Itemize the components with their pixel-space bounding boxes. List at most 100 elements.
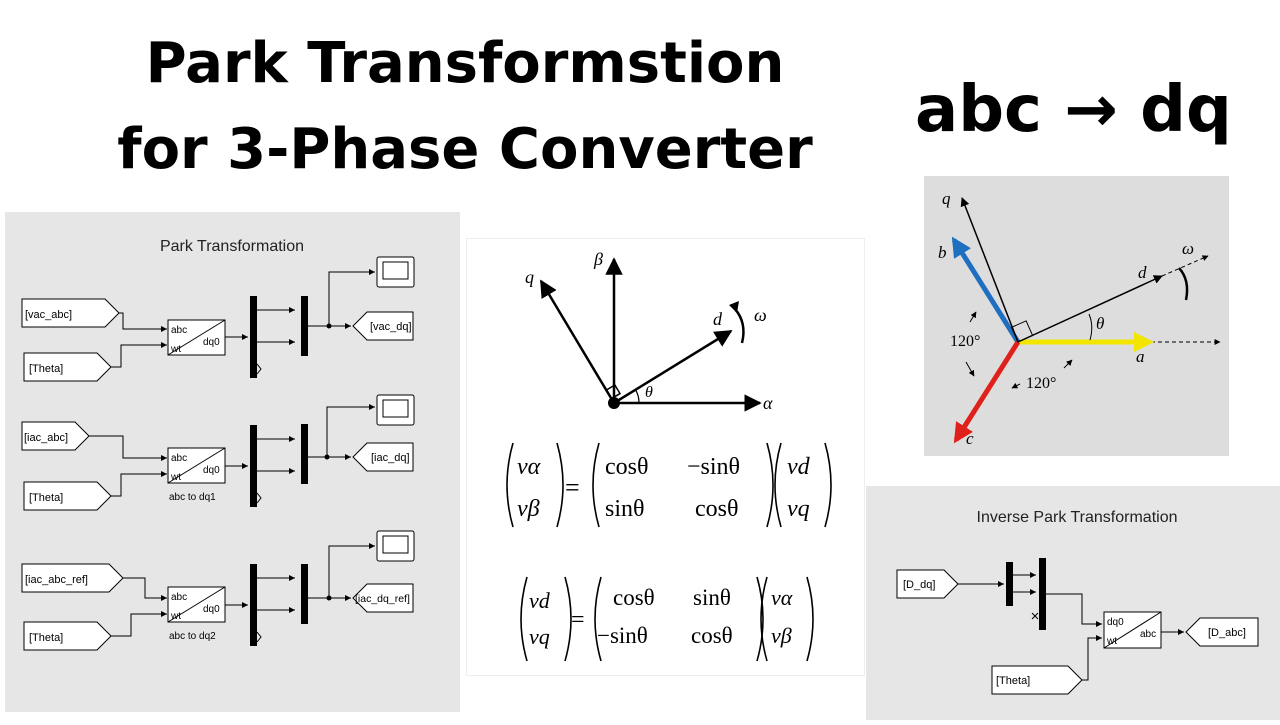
inverse-park-heading: Inverse Park Transformation: [977, 509, 1178, 526]
park-heading: Park Transformation: [160, 238, 304, 255]
eq2-m01: sinθ: [693, 585, 731, 610]
phasor-c-label: c: [966, 429, 974, 448]
goto-label-3: [iac_dq_ref]: [355, 593, 410, 605]
goto-from-vac-abc[interactable]: [21, 298, 120, 328]
port-abc: abc: [171, 453, 187, 464]
from-d-dq-label: [D_dq]: [903, 579, 935, 591]
inverse-mux[interactable]: [1039, 558, 1046, 630]
port-dq0: dq0: [1107, 617, 1124, 628]
eq1-rhs-0: vd: [787, 454, 811, 480]
mux-2[interactable]: [301, 424, 308, 484]
inverse-demux[interactable]: [1006, 562, 1013, 606]
eq2-lhs-0: vd: [529, 588, 551, 613]
abc-dq-phasor-diagram: q b d ω θ a c 120° 120°: [938, 189, 1221, 448]
park-vector-diagram: q β d ω θ α vα vβ = cosθ −sinθ sinθ cosθ: [506, 249, 832, 662]
equation-park: vd vq = cosθ sinθ −sinθ cosθ vα vβ: [520, 576, 814, 662]
port-dq0: dq0: [203, 337, 220, 348]
port-abc: abc: [171, 325, 187, 336]
phasor-a-label: a: [1136, 347, 1145, 366]
d-label: d: [713, 309, 723, 329]
phasor-omega-label: ω: [1182, 239, 1194, 258]
park-transformation-panel: Park Transformation [vac_abc] [Theta] ab…: [5, 212, 460, 712]
from-label-1: [vac_abc]: [25, 309, 72, 321]
demux-3[interactable]: [250, 564, 257, 646]
port-dq0: dq0: [203, 465, 220, 476]
eq1-m00: cosθ: [605, 454, 649, 480]
park-block-group-2: [iac_abc] [Theta] abc wt dq0 abc to dq1 …: [21, 394, 415, 511]
phasor-q-label: q: [942, 189, 951, 208]
q-label: q: [525, 267, 534, 287]
from-iac-abc[interactable]: [21, 421, 90, 451]
park-block-group-3: [iac_abc_ref] [Theta] abc wt dq0 abc to …: [21, 530, 415, 651]
goto-vac-dq[interactable]: [352, 311, 414, 341]
park-equations-panel: q β d ω θ α vα vβ = cosθ −sinθ sinθ cosθ: [466, 238, 865, 676]
eq2-rhs-1: vβ: [771, 623, 792, 648]
phasor-diagram-panel: q b d ω θ a c 120° 120°: [924, 176, 1229, 456]
from-label-3: [iac_abc_ref]: [25, 574, 88, 586]
eq2-rhs-0: vα: [771, 585, 793, 610]
eq2-lhs-1: vq: [529, 624, 550, 649]
phasor-b-label: b: [938, 243, 947, 262]
equation-inverse-park: vα vβ = cosθ −sinθ sinθ cosθ vd vq: [506, 442, 832, 528]
q-axis: [539, 279, 616, 404]
page-title-line1: Park Transformstion: [145, 31, 785, 96]
goto-d-abc-label: [D_abc]: [1208, 627, 1246, 639]
d-axis: [613, 329, 733, 405]
inverse-park-diagram: Inverse Park Transformation [D_dq] [Thet…: [896, 509, 1259, 695]
eq2-m10: −sinθ: [597, 623, 648, 648]
goto-iac-dq-ref[interactable]: [352, 583, 414, 613]
eq1-lhs-0: vα: [517, 454, 541, 480]
demux-2[interactable]: [250, 425, 257, 507]
port-abc: abc: [1140, 629, 1156, 640]
from-d-dq[interactable]: [896, 569, 959, 599]
from-theta-2[interactable]: [23, 481, 112, 511]
from-theta-inverse-label: [Theta]: [996, 675, 1030, 687]
eq1-m11: cosθ: [695, 496, 739, 522]
phase-c-vector: [953, 340, 1021, 444]
eq2-m00: cosθ: [613, 585, 655, 610]
d-axis-vector: [1017, 275, 1163, 343]
park-block-group-1: [vac_abc] [Theta] abc wt dq0 [vac_dq]: [21, 256, 415, 382]
goto-d-abc[interactable]: [1185, 617, 1259, 647]
goto-label-1: [vac_dq]: [370, 321, 412, 333]
block-caption-3: abc to dq2: [169, 631, 216, 642]
alpha-label: α: [763, 393, 773, 413]
block-caption-2: abc to dq1: [169, 492, 216, 503]
port-wt: wt: [170, 344, 181, 355]
goto-label-2: [iac_dq]: [371, 452, 410, 464]
from-theta-3[interactable]: [23, 621, 112, 651]
angle-120-left: 120°: [950, 333, 980, 350]
phasor-theta-label: θ: [1096, 314, 1104, 333]
mux-3[interactable]: [301, 564, 308, 624]
demux-1[interactable]: [250, 296, 257, 378]
from-iac-abc-ref[interactable]: [21, 563, 124, 593]
from-theta-label-2: [Theta]: [29, 492, 63, 504]
port-wt: wt: [170, 472, 181, 483]
inverse-park-panel: Inverse Park Transformation [D_dq] [Thet…: [866, 486, 1280, 720]
eq1-m10: sinθ: [605, 496, 645, 522]
eq1-equals: =: [565, 473, 580, 502]
angle-120-bottom: 120°: [1026, 375, 1056, 392]
eq1-m01: −sinθ: [687, 454, 740, 480]
phase-b-vector: [951, 236, 1021, 344]
q-axis-vector: [960, 197, 1019, 343]
port-dq0: dq0: [203, 604, 220, 615]
eq2-m11: cosθ: [691, 623, 733, 648]
from-label-2: [iac_abc]: [24, 432, 68, 444]
port-abc: abc: [171, 592, 187, 603]
from-theta-1[interactable]: [23, 352, 112, 382]
goto-iac-dq[interactable]: [352, 442, 414, 472]
eq1-rhs-1: vq: [787, 496, 810, 522]
page-title-line2: for 3-Phase Converter: [117, 117, 813, 182]
theta-label: θ: [645, 384, 653, 401]
from-theta-inverse[interactable]: [991, 665, 1083, 695]
abc-to-dq-heading: abc → dq: [915, 73, 1232, 147]
phasor-d-label: d: [1138, 263, 1147, 282]
port-wt: wt: [1106, 636, 1117, 647]
eq1-lhs-1: vβ: [517, 496, 540, 522]
mux-1[interactable]: [301, 296, 308, 356]
omega-label: ω: [754, 305, 767, 325]
beta-label: β: [593, 249, 603, 269]
port-wt: wt: [170, 611, 181, 622]
from-theta-label-3: [Theta]: [29, 632, 63, 644]
